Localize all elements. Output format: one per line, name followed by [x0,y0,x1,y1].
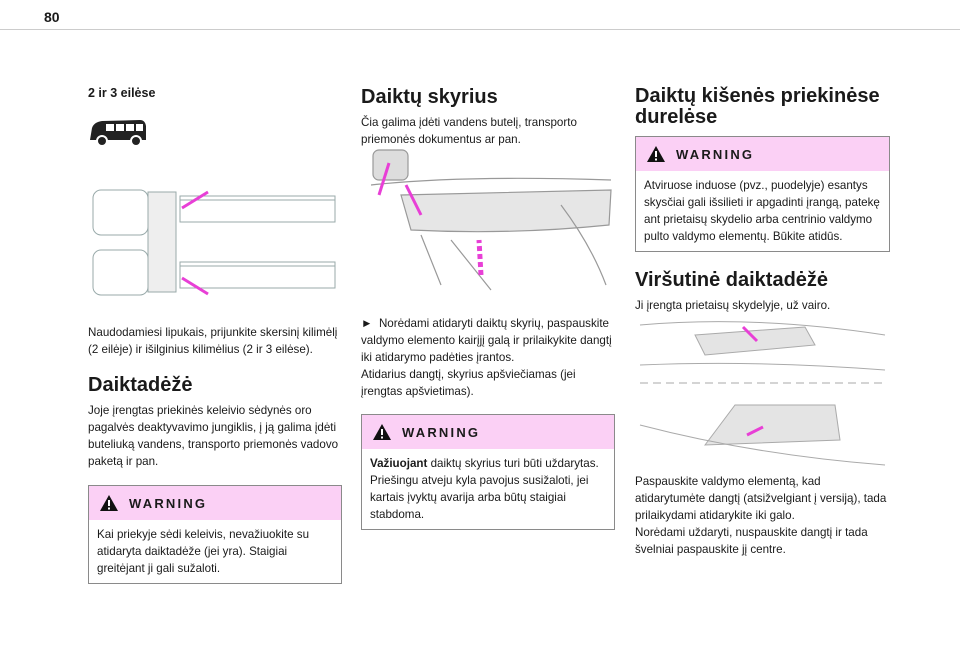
open-upper-text: Paspauskite valdymo elementą, kad atidar… [635,475,887,522]
warning-box: WARNING Važiuojant daiktų skyrius turi b… [361,414,615,530]
floor-mats-illustration [92,189,336,296]
column-1-body: Naudodamiesi lipukais, prijunkite skersi… [88,324,344,584]
header-divider [0,29,960,30]
lighting-note: Atidarius dangtį, skyrius apšviečiamas (… [361,368,576,398]
glovebox-paragraph: Joje įrengtas priekinės keleivio sėdynės… [88,404,339,468]
warning-body: daiktų skyrius turi būti uždarytas. Prie… [370,457,599,521]
upper-storage-illustration [639,321,886,466]
van-icon [90,120,146,147]
subheading-rows: 2 ir 3 eilėse [88,86,156,100]
upper-box-intro: Ji įrengta prietaisų skydelyje, už vairo… [635,299,831,312]
compartment-intro: Čia galima įdėti vandens butelį, transpo… [361,116,577,146]
glove-compartment-illustration [370,149,612,291]
warning-title: WARNING [676,146,755,162]
page-number: 80 [44,9,60,25]
open-instructions: ► Norėdami atidaryti daiktų skyrių, pasp… [361,315,617,366]
warning-title: WARNING [129,495,208,511]
heading-compartment: Daiktų skyrius [361,86,498,108]
warning-triangle-icon [100,495,118,511]
warning-text: Važiuojant daiktų skyrius turi būti užda… [362,449,614,529]
column-2: Daiktų skyrius Čia galima įdėti vandens … [361,86,617,148]
heading-glovebox: Daiktadėžė [88,374,193,396]
warning-bold: Važiuojant [370,457,428,470]
bullet-icon: ► [361,317,373,330]
warning-box: WARNING Kai priekyje sėdi keleivis, neva… [88,485,342,584]
warning-text: Kai priekyje sėdi keleivis, nevažiuokite… [97,528,310,575]
warning-triangle-icon [647,146,665,162]
warning-box: WARNING Atviruose induose (pvz., puodely… [635,136,890,252]
column-3: Daiktų kišenės priekinėse durelėse WARNI… [635,86,891,314]
warning-text: Atviruose induose (pvz., puodelyje) esan… [644,179,880,243]
warning-title: WARNING [402,424,481,440]
column-2-body: ► Norėdami atidaryti daiktų skyrių, pasp… [361,315,617,530]
step-text: Norėdami atidaryti daiktų skyrių, paspau… [361,317,612,364]
column-3-body: Paspauskite valdymo elementą, kad atidar… [635,473,891,558]
mats-text: Naudodamiesi lipukais, prijunkite skersi… [88,326,338,356]
column-1: 2 ir 3 eilėse [88,86,344,100]
heading-upper-box: Viršutinė daiktadėžė [635,269,829,291]
warning-triangle-icon [373,424,391,440]
close-upper-text: Norėdami uždaryti, nuspauskite dangtį ir… [635,526,868,556]
heading-door-pockets: Daiktų kišenės priekinėse durelėse [635,85,880,128]
